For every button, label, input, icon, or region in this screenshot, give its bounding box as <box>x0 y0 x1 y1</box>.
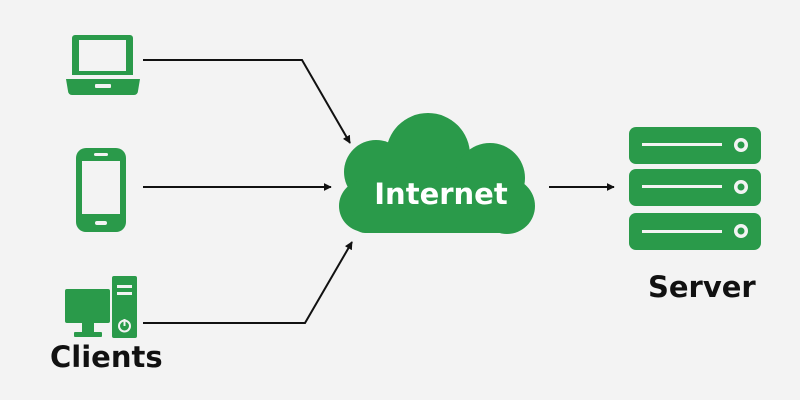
server-label: Server <box>648 270 756 304</box>
cloud-icon: Internet <box>339 113 535 234</box>
server-unit <box>629 213 761 250</box>
connector-laptop-to-internet <box>143 59 351 144</box>
server-unit <box>629 169 761 206</box>
desktop-computer-icon <box>65 276 137 338</box>
server-unit <box>629 127 761 164</box>
connector-desktop-to-internet <box>143 241 353 324</box>
smartphone-icon <box>76 148 126 232</box>
cloud-label: Internet <box>374 177 508 211</box>
connectors <box>143 59 615 324</box>
laptop-icon <box>66 35 140 95</box>
clients-label: Clients <box>50 340 163 374</box>
server-rack-icon <box>629 127 761 250</box>
